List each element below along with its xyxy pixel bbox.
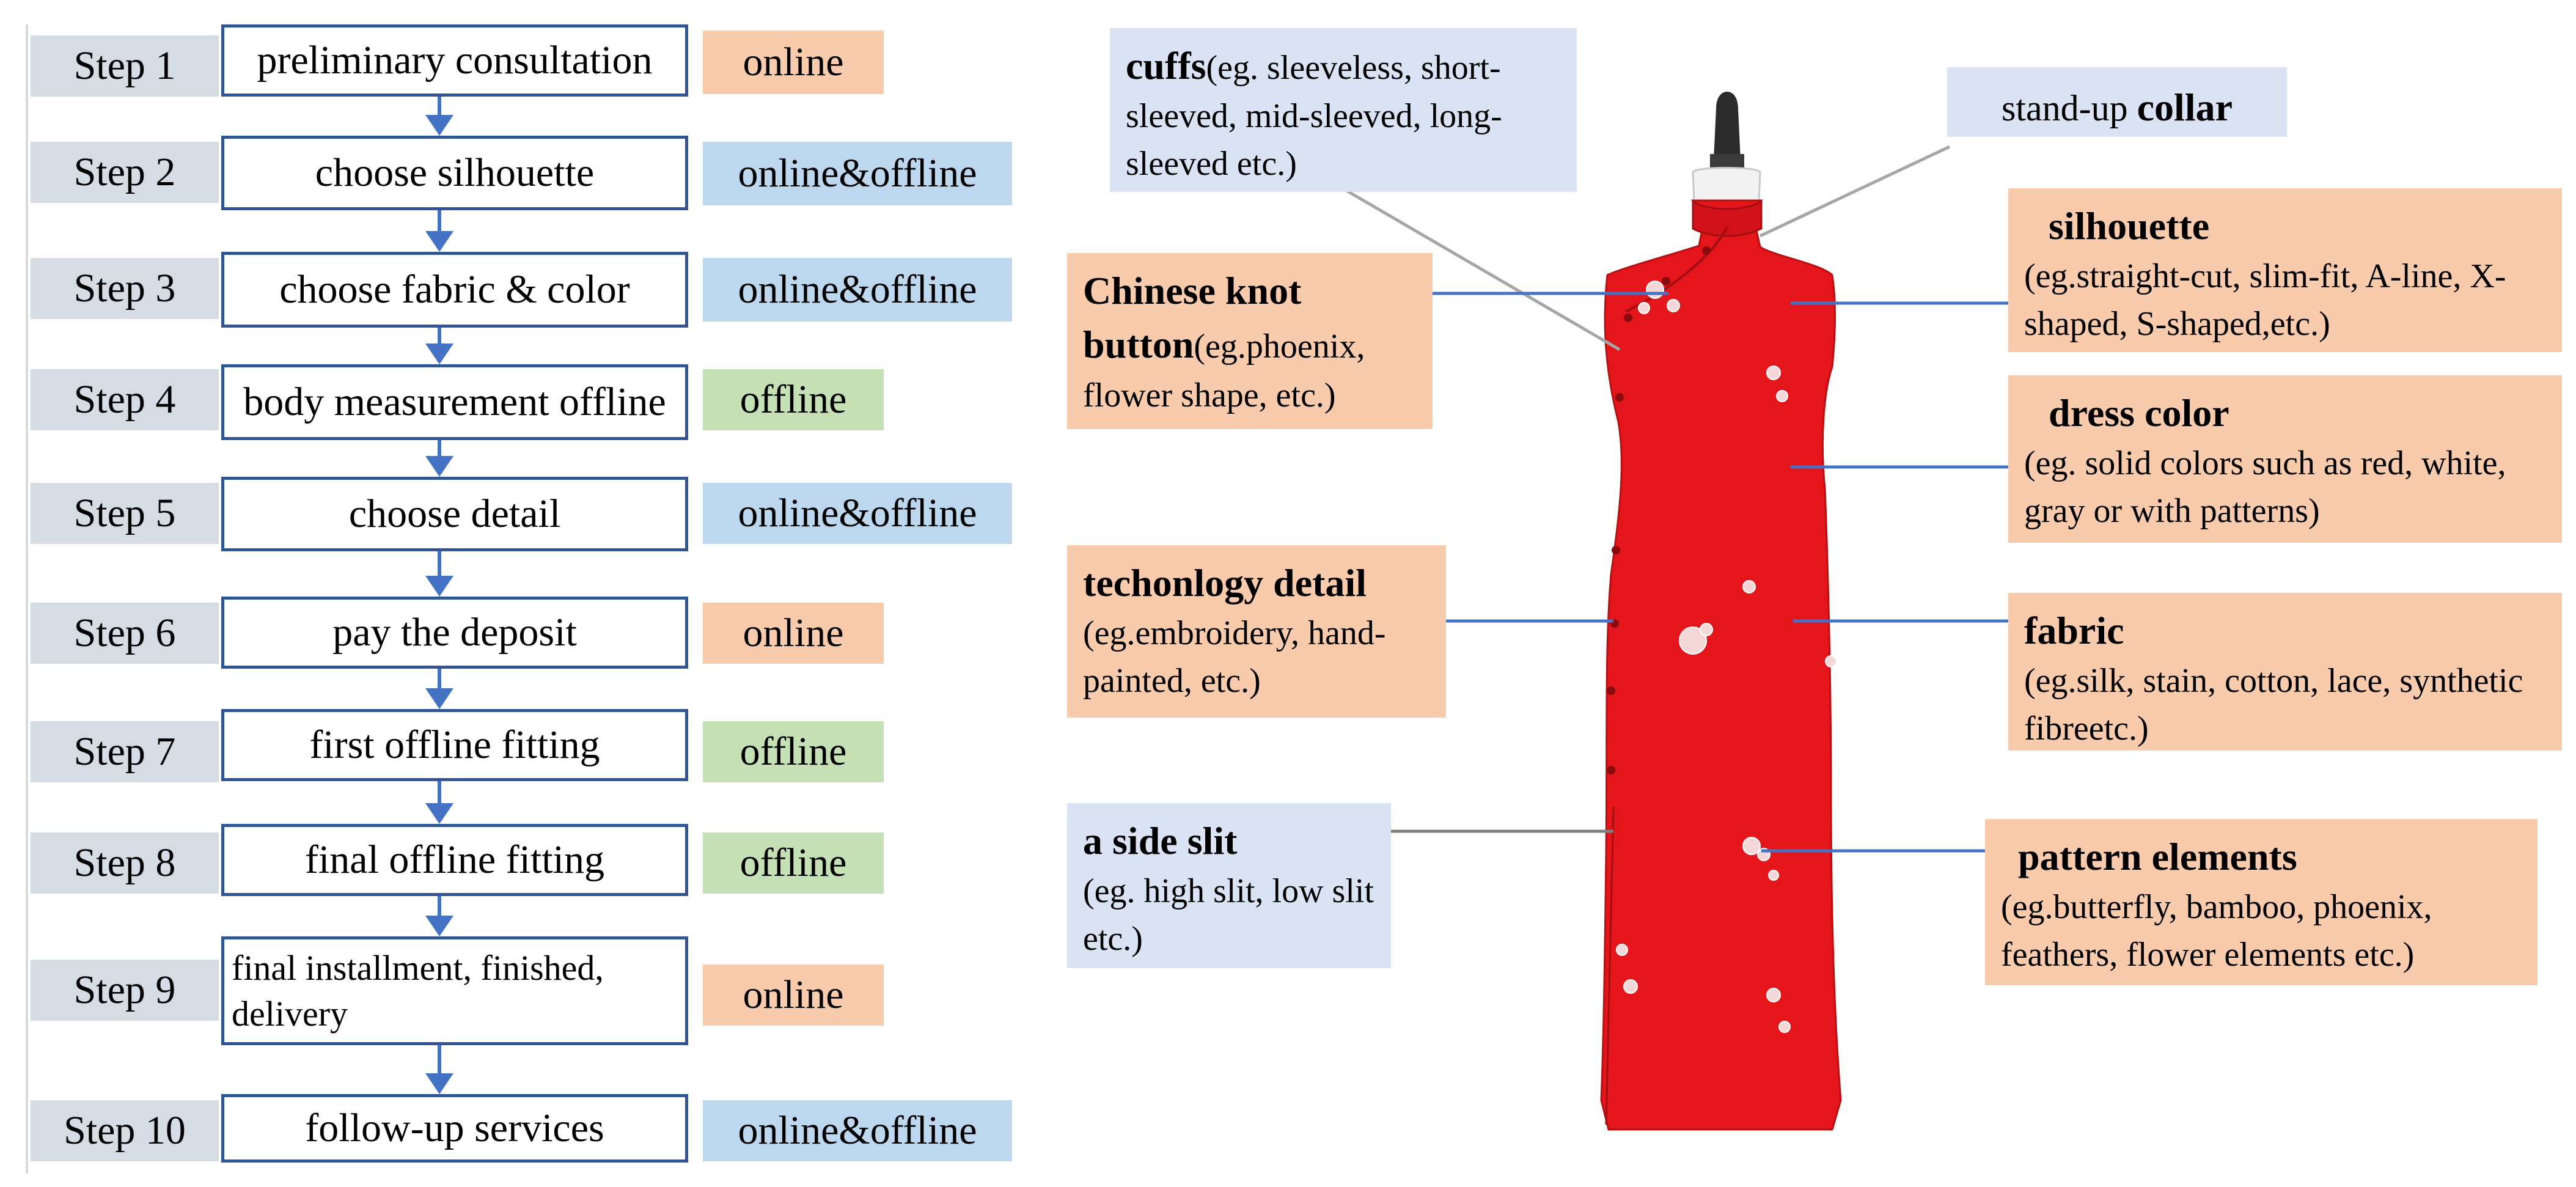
callout-pattern-title: pattern elements xyxy=(2018,835,2297,878)
step-3-label: Step 3 xyxy=(31,258,219,319)
step-8-label: Step 8 xyxy=(31,832,219,894)
callout-fabric-text: (eg.silk, stain, cotton, lace, synthetic… xyxy=(2024,662,2523,748)
step-2-box: choose silhouette xyxy=(221,136,688,210)
step-3-box: choose fabric & color xyxy=(221,252,688,328)
qipao-collar xyxy=(1692,200,1763,237)
step-9-channel: online xyxy=(703,965,884,1026)
flow-arrow-1-2 xyxy=(438,97,441,115)
flow-arrowhead-3-4 xyxy=(425,344,453,364)
step-2-label: Step 2 xyxy=(31,142,219,203)
flow-arrowhead-4-5 xyxy=(425,456,453,477)
callout-slit-text: (eg. high slit, low slit etc.) xyxy=(1083,872,1374,958)
step-10-box: follow-up services xyxy=(221,1094,688,1163)
flow-arrowhead-6-7 xyxy=(425,688,453,709)
callout-cuffs-title: cuffs xyxy=(1126,44,1206,87)
flow-arrow-7-8 xyxy=(438,781,441,803)
flow-arrowhead-5-6 xyxy=(425,576,453,597)
left-divider xyxy=(26,24,28,1174)
step-6-label: Step 6 xyxy=(31,603,219,664)
step-1-label: Step 1 xyxy=(31,35,219,97)
step-1-channel: online xyxy=(703,31,884,94)
callout-dress-color: dress color (eg. solid colors such as red… xyxy=(2008,375,2562,543)
step-4-label: Step 4 xyxy=(31,369,219,430)
step-10-channel: online&offline xyxy=(703,1100,1012,1161)
flow-arrowhead-7-8 xyxy=(425,803,453,824)
flow-arrowhead-2-3 xyxy=(425,231,453,252)
step-4-box: body measurement offline xyxy=(221,364,688,440)
callout-cuffs-text: (eg. sleeveless, short-sleeved, mid-slee… xyxy=(1126,49,1502,183)
step-10-label: Step 10 xyxy=(31,1100,219,1161)
step-8-channel: offline xyxy=(703,832,884,894)
callout-tech-title: techonlogy detail xyxy=(1083,561,1367,605)
step-1-box: preliminary consultation xyxy=(221,24,688,97)
step-4-channel: offline xyxy=(703,369,884,430)
flow-arrowhead-1-2 xyxy=(425,115,453,136)
callout-cuffs: cuffs(eg. sleeveless, short-sleeved, mid… xyxy=(1110,28,1577,192)
qipao-dress-body xyxy=(1600,199,1842,1131)
callout-silhouette-title: silhouette xyxy=(2049,204,2210,248)
step-5-box: choose detail xyxy=(221,477,688,551)
callout-silhouette: silhouette (eg.straight-cut, slim-fit, A-… xyxy=(2008,188,2562,352)
callout-collar-title: collar xyxy=(2137,86,2233,129)
leader-collar xyxy=(1759,145,1951,238)
flow-arrow-3-4 xyxy=(438,328,441,344)
step-2-channel: online&offline xyxy=(703,142,1012,205)
mannequin-stand xyxy=(1714,92,1741,160)
step-7-label: Step 7 xyxy=(31,721,219,782)
callout-pattern-elements: pattern elements (eg.butterfly, bamboo, p… xyxy=(1985,819,2537,985)
callout-pattern-text: (eg.butterfly, bamboo, phoenix, feathers… xyxy=(2001,888,2432,974)
leader-cuffs xyxy=(1343,188,1621,351)
callout-knot-title: Chinese knot button xyxy=(1083,269,1302,367)
flow-arrow-6-7 xyxy=(438,669,441,688)
step-9-label: Step 9 xyxy=(31,960,219,1021)
flow-arrow-4-5 xyxy=(438,440,441,456)
callout-fabric: fabric (eg.silk, stain, cotton, lace, syn… xyxy=(2008,593,2562,751)
callout-fabric-title: fabric xyxy=(2024,609,2124,652)
flow-arrowhead-8-9 xyxy=(425,916,453,936)
callout-collar: stand-up collar xyxy=(1947,67,2287,137)
step-7-channel: offline xyxy=(703,721,884,782)
callout-slit-title: a side slit xyxy=(1083,819,1238,862)
callout-collar-prefix: stand-up xyxy=(2001,88,2137,128)
callout-techonlogy-detail: techonlogy detail (eg.embroidery, hand-pa… xyxy=(1067,545,1446,718)
step-7-box: first offline fitting xyxy=(221,709,688,781)
callout-silhouette-text: (eg.straight-cut, slim-fit, A-line, X-sh… xyxy=(2024,257,2506,343)
step-8-box: final offline fitting xyxy=(221,824,688,896)
step-5-channel: online&offline xyxy=(703,483,1012,544)
callout-tech-text: (eg.embroidery, hand-painted, etc.) xyxy=(1083,614,1386,700)
flow-arrow-8-9 xyxy=(438,896,441,916)
callout-color-text: (eg. solid colors such as red, white, gr… xyxy=(2024,444,2506,530)
flow-arrow-2-3 xyxy=(438,210,441,231)
step-6-channel: online xyxy=(703,603,884,664)
qipao-side-slit xyxy=(1605,806,1615,1125)
step-9-box: final installment, finished, delivery xyxy=(221,936,688,1045)
step-3-channel: online&offline xyxy=(703,258,1012,322)
callout-color-title: dress color xyxy=(2049,391,2229,435)
mannequin-neck xyxy=(1692,167,1761,203)
flow-arrow-9-10 xyxy=(438,1045,441,1073)
callout-chinese-knot-button: Chinese knot button(eg.phoenix, flower s… xyxy=(1067,253,1433,429)
step-5-label: Step 5 xyxy=(31,483,219,544)
flow-arrowhead-9-10 xyxy=(425,1073,453,1094)
callout-side-slit: a side slit (eg. high slit, low slit etc.… xyxy=(1067,803,1391,968)
knot-buttons xyxy=(1607,246,1711,774)
step-6-box: pay the deposit xyxy=(221,597,688,669)
callout-knot-text: (eg.phoenix, flower shape, etc.) xyxy=(1083,328,1365,414)
flow-arrow-5-6 xyxy=(438,551,441,576)
